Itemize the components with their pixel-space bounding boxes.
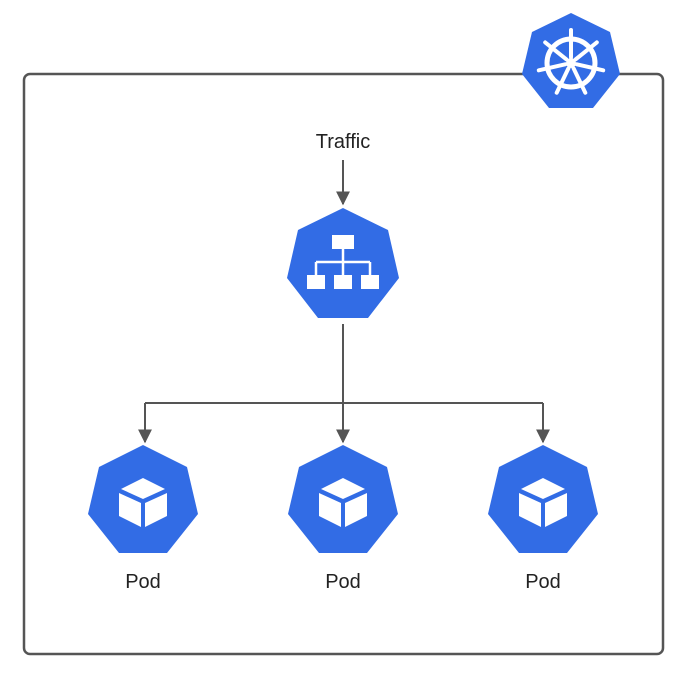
- traffic-label: Traffic: [316, 131, 370, 153]
- cube-icon: [319, 478, 367, 527]
- pod-label-2: Pod: [325, 571, 361, 593]
- service-node: [287, 208, 399, 318]
- kubernetes-helm-wheel-icon: [536, 28, 606, 95]
- cluster-boundary: [22, 72, 665, 656]
- cube-icon: [519, 478, 567, 527]
- cube-icon: [119, 478, 167, 527]
- pod-label-1: Pod: [125, 571, 161, 593]
- pod-node-2: [288, 445, 398, 553]
- pod-node-1: [88, 445, 198, 553]
- service-to-pods-connectors: [138, 324, 550, 444]
- pod-label-3: Pod: [525, 571, 561, 593]
- network-hierarchy-icon: [307, 235, 379, 289]
- pod-node-3: [488, 445, 598, 553]
- kubernetes-logo: [522, 13, 620, 108]
